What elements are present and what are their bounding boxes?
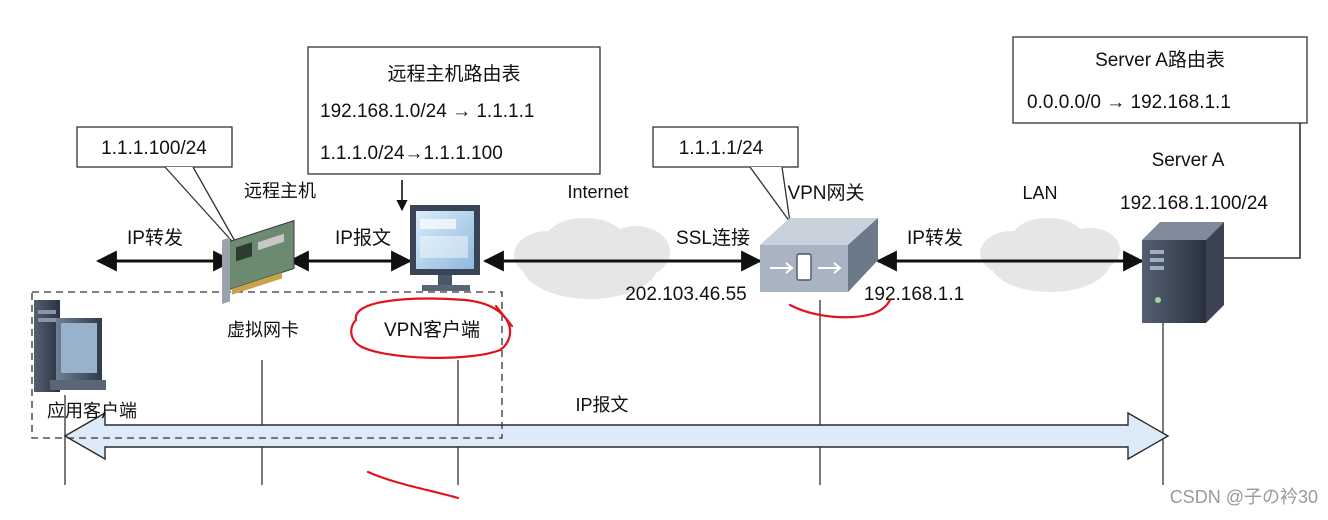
- network-card-icon: [222, 219, 295, 304]
- ip-forward-left-label: IP转发: [127, 227, 183, 249]
- route-entry: 192.168.1.0/24 → 1.1.1.1: [320, 101, 534, 122]
- server-icon: [1142, 222, 1224, 323]
- server-a-route-table: [1012, 36, 1308, 124]
- client-group-dashed-box: [31, 291, 503, 439]
- ip-packet-bottom-label: IP报文: [575, 395, 628, 415]
- vpn-gateway-label: VPN网关: [787, 182, 864, 204]
- internet-label: Internet: [567, 182, 628, 202]
- ip-forward-right-label: IP转发: [907, 227, 963, 249]
- gateway-ip: 1.1.1.1/24: [679, 138, 764, 159]
- ip-packet-tunnel-arrow: [63, 411, 1170, 461]
- remote-host-label: 远程主机: [244, 181, 316, 201]
- lan-label: LAN: [1022, 183, 1057, 203]
- lan-cloud: [980, 218, 1120, 292]
- virtual-nic-label: 虚拟网卡: [227, 320, 299, 340]
- virtual-nic-ip-callout: [76, 126, 233, 168]
- server-a-ip: 192.168.1.100/24: [1120, 193, 1268, 214]
- server-a-route-connector: [1222, 123, 1301, 259]
- server-a-label: Server A: [1152, 150, 1225, 171]
- vpn-client-circle-annotation: [350, 297, 514, 359]
- remote-host-route-table-title: 远程主机路由表: [387, 63, 520, 85]
- computer-icon: [410, 205, 480, 291]
- remote-host-route-table: [307, 46, 601, 175]
- handwritten-annotations: [350, 297, 892, 500]
- gateway-public-ip: 202.103.46.55: [625, 284, 747, 305]
- watermark: CSDN @子の衿30: [1170, 487, 1318, 507]
- bottom-underline-annotation: [366, 470, 460, 500]
- gateway-lan-ip: 192.168.1.1: [864, 284, 964, 305]
- server-a-route-table-title: Server A路由表: [1095, 49, 1225, 71]
- vpn-gateway-icon: [760, 218, 878, 292]
- gateway-callout-pointer: [749, 166, 791, 223]
- gateway-ip-callout: [652, 126, 799, 168]
- virtual-nic-ip: 1.1.1.100/24: [101, 138, 207, 159]
- route-entry: 1.1.1.0/24→1.1.1.100: [320, 143, 503, 164]
- vpn-client-label: VPN客户端: [384, 319, 480, 341]
- ip-packet-top-label: IP报文: [335, 227, 391, 249]
- gateway-underline-annotation: [788, 298, 892, 319]
- vertical-guide-lines: [64, 300, 1164, 485]
- route-entry: 0.0.0.0/0 → 192.168.1.1: [1027, 92, 1231, 113]
- desktop-computer-icon: [34, 300, 106, 392]
- app-client-label: 应用客户端: [47, 401, 137, 421]
- ssl-connection-label: SSL连接: [676, 227, 750, 249]
